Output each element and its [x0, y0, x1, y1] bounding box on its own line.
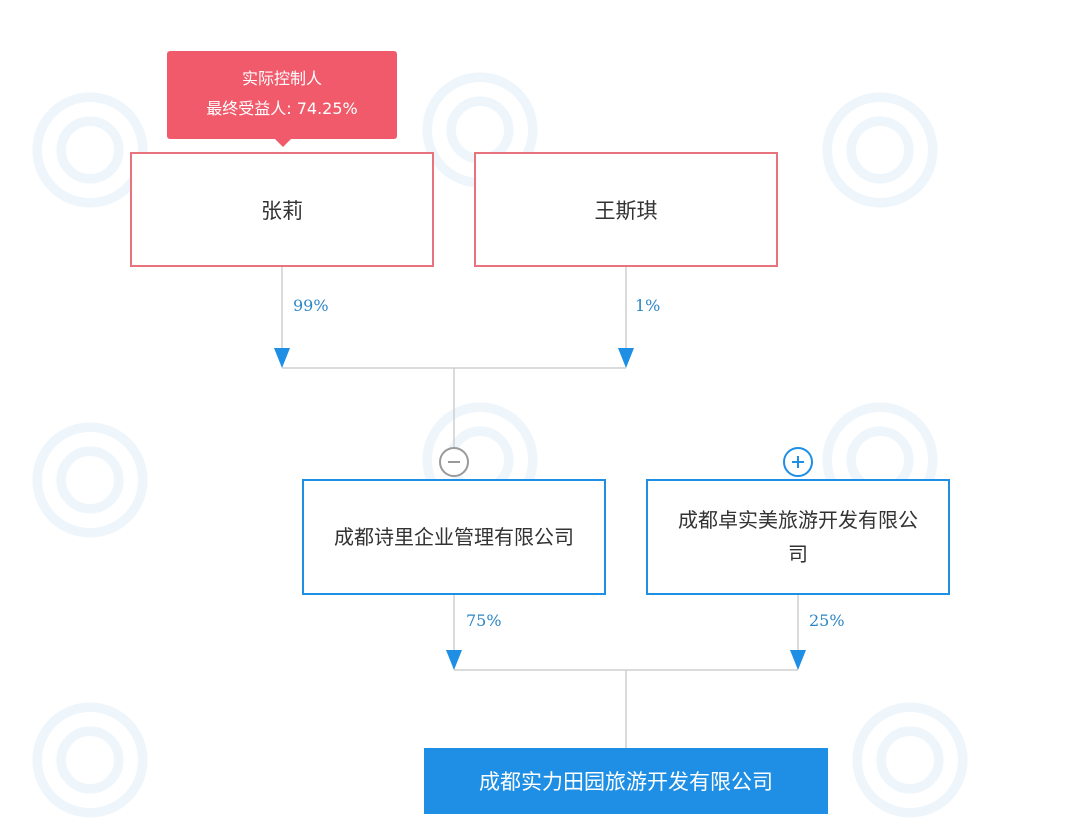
shareholder-node[interactable]: 张莉	[130, 152, 434, 267]
shareholder-name: 王斯琪	[594, 198, 658, 223]
minus-circle-icon	[448, 461, 460, 463]
arrow-down-icon	[446, 650, 462, 670]
controller-title: 实际控制人	[241, 69, 322, 88]
share-percentage: 99%	[293, 296, 329, 315]
company-name: 成都诗里企业管理有限公司	[334, 525, 574, 549]
arrow-down-icon	[274, 348, 290, 368]
tooltip-pointer	[275, 139, 291, 147]
beneficiary-percentage: 最终受益人: 74.25%	[206, 99, 358, 118]
company-name: 成都卓实美旅游开发有限公司	[678, 508, 918, 566]
target-company-name: 成都实力田园旅游开发有限公司	[479, 770, 773, 794]
intermediate-company-node[interactable]: 成都卓实美旅游开发有限公司	[646, 479, 950, 595]
share-percentage: 1%	[635, 296, 661, 315]
expand-toggle-button[interactable]	[783, 447, 813, 477]
collapse-toggle-button[interactable]	[439, 447, 469, 477]
intermediate-company-node[interactable]: 成都诗里企业管理有限公司	[302, 479, 606, 595]
target-company-node[interactable]: 成都实力田园旅游开发有限公司	[424, 748, 828, 814]
plus-circle-icon	[792, 456, 804, 468]
shareholder-node[interactable]: 王斯琪	[474, 152, 778, 267]
arrow-down-icon	[790, 650, 806, 670]
share-percentage: 75%	[466, 611, 502, 630]
arrow-down-icon	[618, 348, 634, 368]
actual-controller-tag: 实际控制人 最终受益人: 74.25%	[167, 51, 397, 147]
share-percentage: 25%	[809, 611, 845, 630]
shareholder-name: 张莉	[261, 198, 303, 223]
